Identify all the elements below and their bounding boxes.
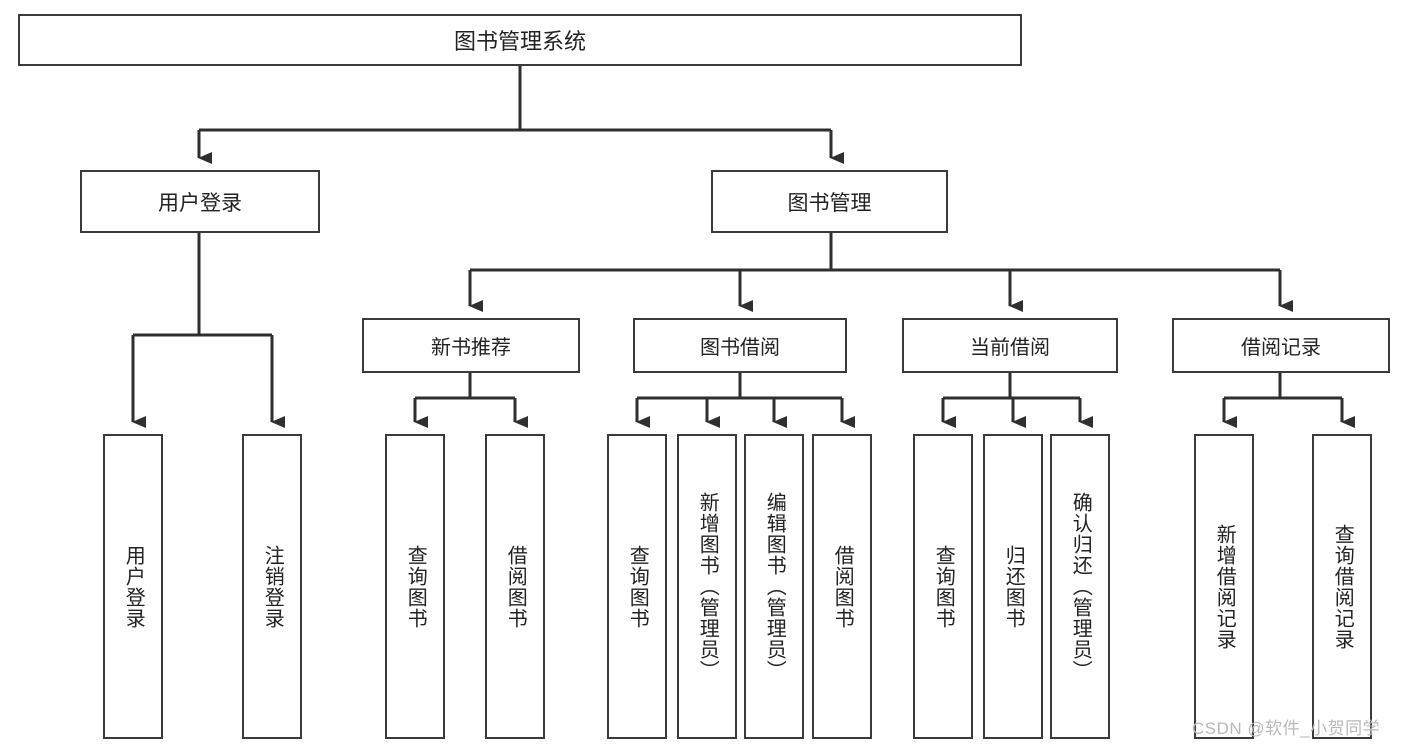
- node-level3-new-book-recommend[interactable]: 新书推荐: [362, 318, 580, 373]
- node-leaf-label: 注销登录: [261, 544, 284, 629]
- node-leaf[interactable]: 新增图书（管理员）: [677, 434, 737, 739]
- node-leaf[interactable]: 查询图书: [385, 434, 445, 739]
- node-leaf-label: 新增图书（管理员）: [696, 492, 719, 681]
- node-leaf[interactable]: 查询图书: [913, 434, 973, 739]
- node-leaf[interactable]: 新增借阅记录: [1194, 434, 1254, 739]
- node-leaf[interactable]: 用户登录: [103, 434, 163, 739]
- node-leaf-label: 查询图书: [404, 544, 427, 629]
- node-leaf[interactable]: 确认归还（管理员）: [1050, 434, 1110, 739]
- node-leaf-label: 查询借阅记录: [1331, 523, 1354, 650]
- node-leaf-label: 借阅图书: [504, 544, 527, 629]
- node-leaf-label: 归还图书: [1002, 544, 1025, 629]
- node-leaf-label: 查询图书: [932, 544, 955, 629]
- node-leaf[interactable]: 归还图书: [983, 434, 1043, 739]
- node-leaf[interactable]: 借阅图书: [812, 434, 872, 739]
- node-leaf-label: 用户登录: [122, 544, 145, 629]
- node-leaf[interactable]: 注销登录: [242, 434, 302, 739]
- node-leaf-label: 借阅图书: [831, 544, 854, 629]
- node-level3-book-borrow[interactable]: 图书借阅: [633, 318, 847, 373]
- node-level2-user-login[interactable]: 用户登录: [80, 170, 320, 233]
- node-leaf-label: 确认归还（管理员）: [1069, 492, 1092, 681]
- node-leaf[interactable]: 查询借阅记录: [1312, 434, 1372, 739]
- node-level2-book-management[interactable]: 图书管理: [711, 170, 948, 233]
- node-leaf[interactable]: 借阅图书: [485, 434, 545, 739]
- node-leaf-label: 新增借阅记录: [1213, 523, 1236, 650]
- node-leaf[interactable]: 查询图书: [607, 434, 667, 739]
- node-leaf[interactable]: 编辑图书（管理员）: [744, 434, 804, 739]
- node-leaf-label: 编辑图书（管理员）: [763, 492, 786, 681]
- node-root[interactable]: 图书管理系统: [18, 14, 1022, 66]
- node-level3-current-borrow[interactable]: 当前借阅: [902, 318, 1118, 373]
- node-level3-borrow-record[interactable]: 借阅记录: [1172, 318, 1390, 373]
- node-leaf-label: 查询图书: [626, 544, 649, 629]
- watermark: CSDN @软件_小贺同学: [1192, 719, 1381, 738]
